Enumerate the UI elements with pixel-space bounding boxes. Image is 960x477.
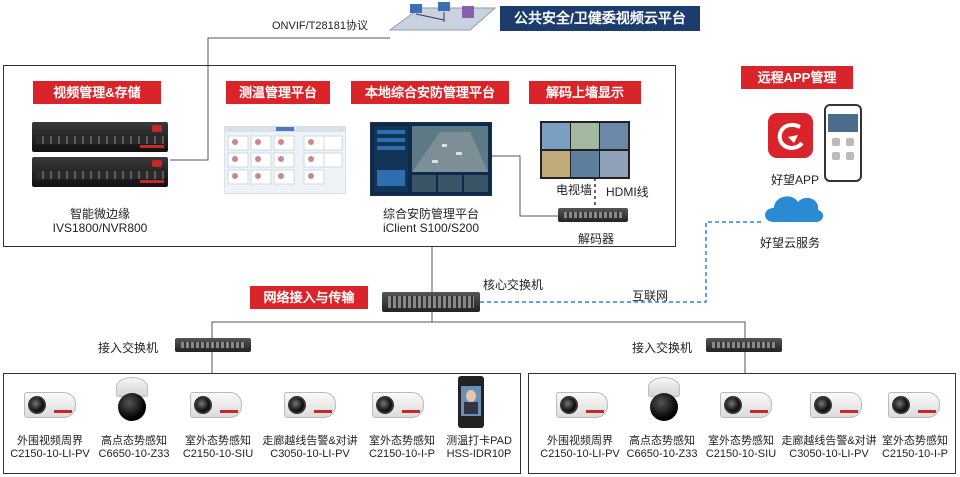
nvr-caption: 智能微边缘 IVS1800/NVR800 [52,207,148,235]
tag-network-access: 网络接入与传输 [250,286,368,309]
tag-temperature-platform: 测温管理平台 [226,81,330,104]
local-system-box [3,65,676,247]
temperature-screen-image [224,126,346,194]
software-to-decoder-link [492,155,558,217]
core-to-left-access-link [211,312,433,338]
decoder-device [558,208,628,222]
core-to-right-access-link [432,321,746,338]
tv-wall-image [540,121,630,179]
right-device-box [528,373,956,474]
cloud-platform-title: 公共安全/卫健委视频云平台 [500,6,700,31]
nvr-device-2 [32,157,168,187]
decoder-label: 解码器 [578,232,615,246]
protocol-label: ONVIF/T28181协议 [272,20,368,32]
left-device-box [3,373,521,474]
onvif-link [170,37,390,161]
network-computers-icon [388,2,497,31]
software-caption: 综合安防管理平台 iClient S100/S200 [382,207,480,235]
internet-link [480,221,764,303]
access-switch-left-device [175,338,251,352]
nvr-device-1 [32,122,168,152]
haowang-app-label: 好望APP [771,173,820,187]
core-switch-label: 核心交换机 [483,278,544,292]
haowang-app-icon [768,113,813,158]
internet-label: 互联网 [632,289,669,303]
tag-decoder-display: 解码上墙显示 [529,81,641,104]
temperature-pad-device [458,376,484,428]
tag-remote-app: 远程APP管理 [741,66,853,89]
cloud-service-icon [765,196,824,222]
tv-wall-label: 电视墙 [556,183,593,197]
smartphone-icon [824,104,862,182]
security-software-screen [370,122,492,196]
access-switch-left-label: 接入交换机 [98,341,159,355]
access-switch-right-label: 接入交换机 [632,341,693,355]
cloud-service-label: 好望云服务 [760,236,821,250]
tag-security-platform: 本地综合安防管理平台 [351,81,509,104]
core-switch-device [382,292,480,312]
access-switch-right-device [706,338,782,352]
hdmi-label: HDMI线 [606,185,649,199]
tag-video-management: 视频管理&存储 [33,81,161,104]
